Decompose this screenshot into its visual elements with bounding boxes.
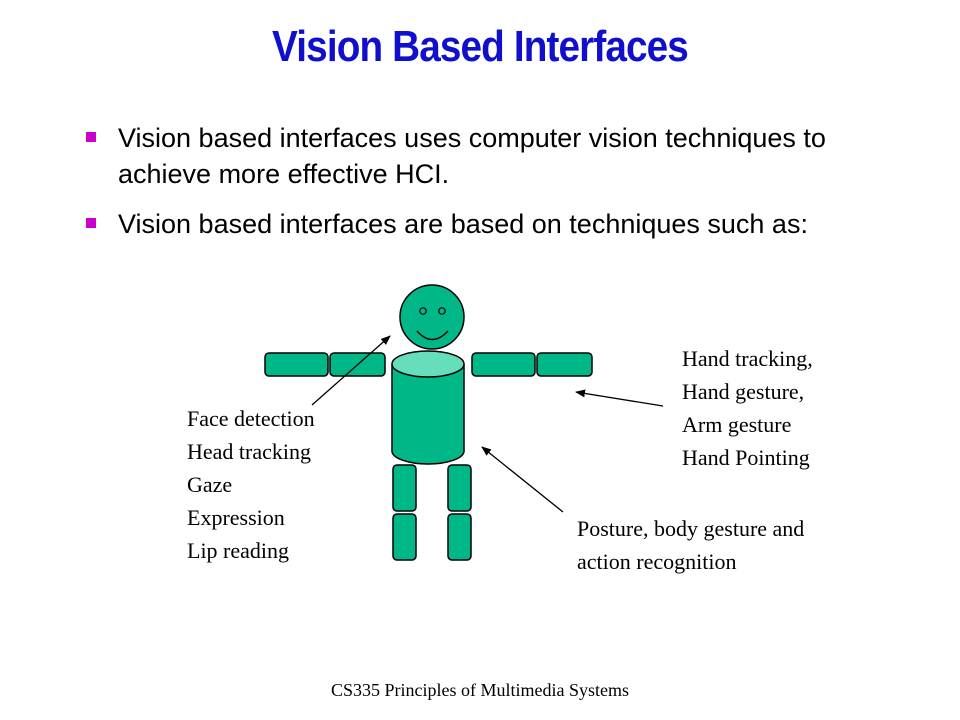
figure-left-thigh (392, 464, 417, 512)
arrow-to-body (481, 446, 564, 513)
arrow-to-hand (575, 389, 664, 407)
label-line: Hand tracking, (682, 346, 813, 371)
figure-eye-left (419, 307, 427, 315)
bullet-list: Vision based interfaces uses computer vi… (84, 120, 884, 256)
bullet-item: Vision based interfaces uses computer vi… (84, 120, 884, 192)
arrow-to-head (311, 335, 391, 406)
label-line: Gaze (187, 472, 233, 497)
label-line: Lip reading (187, 538, 290, 563)
hand-techniques-label: Hand tracking, Hand gesture, Arm gesture… (682, 342, 813, 474)
figure-left-upper-arm (264, 352, 329, 377)
figure-left-shin (392, 513, 417, 561)
bullet-text: Vision based interfaces uses computer vi… (118, 123, 826, 189)
label-line: Hand Pointing (682, 445, 810, 470)
bullet-text: Vision based interfaces are based on tec… (118, 209, 808, 239)
slide-title: Vision Based Interfaces (272, 22, 689, 71)
face-techniques-label: Face detection Head tracking Gaze Expres… (187, 402, 315, 567)
slide-footer: CS335 Principles of Multimedia Systems (330, 680, 629, 700)
figure-torso-top (391, 350, 465, 378)
label-line: Arm gesture (682, 412, 792, 437)
label-line: Posture, body gesture and (577, 516, 805, 541)
bullet-item: Vision based interfaces are based on tec… (84, 206, 884, 242)
label-line: action recognition (577, 549, 737, 574)
label-line: Head tracking (187, 439, 311, 464)
label-line: Expression (187, 505, 285, 530)
figure-right-thigh (447, 464, 472, 512)
figure-torso (391, 364, 465, 465)
label-line: Hand gesture, (682, 379, 805, 404)
figure-mouth (416, 330, 449, 341)
square-bullet-icon (86, 132, 96, 142)
figure-head (399, 284, 465, 350)
body-techniques-label: Posture, body gesture and action recogni… (577, 512, 804, 578)
figure-eye-right (438, 307, 446, 315)
figure-right-shin (447, 513, 472, 561)
label-line: Face detection (187, 406, 315, 431)
square-bullet-icon (86, 218, 96, 228)
figure-right-forearm (536, 352, 593, 377)
figure-right-upper-arm (471, 352, 536, 377)
